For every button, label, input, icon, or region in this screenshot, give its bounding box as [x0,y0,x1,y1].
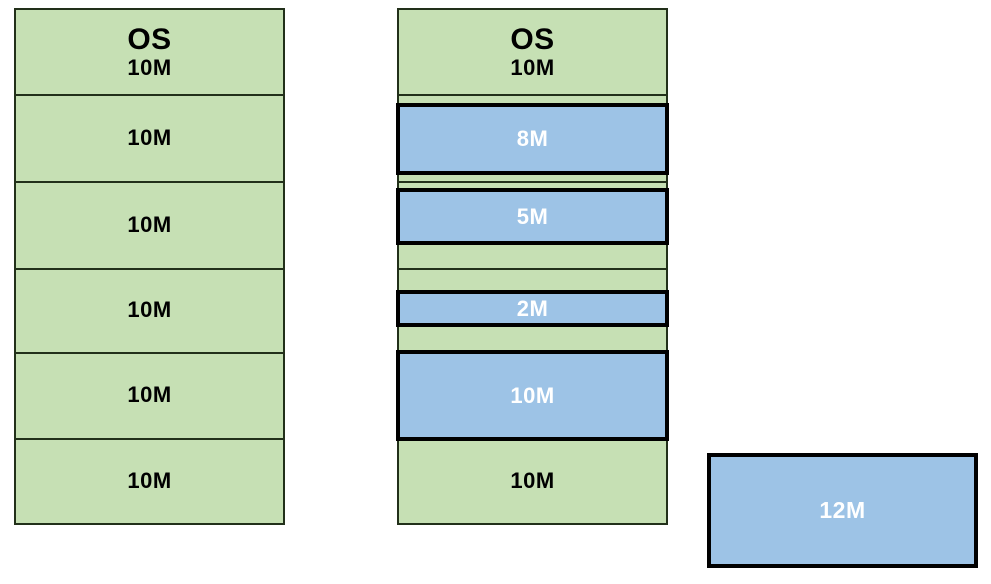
os-label: OS [510,22,555,56]
fixed-partitions-column-allocated: OS 10M 8M 5M 2M 10M 10M [396,8,669,525]
pending-process-block-12m: 12M [707,453,978,568]
os-label: OS [127,22,172,56]
partition-divider [16,438,283,440]
process-block-10m: 10M [396,350,669,441]
os-size-label: 10M [127,55,172,81]
os-size-label: 10M [510,55,555,81]
free-partition-label: 10M [510,467,555,493]
partition-label: 10M [127,297,172,322]
fixed-partitions-column-empty: OS 10M 10M 10M 10M 10M 10M [14,8,285,525]
process-block-8m: 8M [396,103,669,175]
process-block-5m: 5M [396,188,669,245]
os-partition: OS 10M [399,10,666,94]
process-block-2m: 2M [396,290,669,327]
partition-divider [16,352,283,354]
partition-divider [399,181,666,183]
partition-divider [16,268,283,270]
partition-divider [16,94,283,96]
partition-divider [399,94,666,96]
partition-label: 10M [127,467,172,493]
partition-divider [16,181,283,183]
os-partition: OS 10M [16,10,283,94]
partition-label: 10M [127,382,172,407]
partition-label: 10M [127,124,172,150]
partition-label: 10M [127,211,172,237]
partition-divider [399,268,666,270]
